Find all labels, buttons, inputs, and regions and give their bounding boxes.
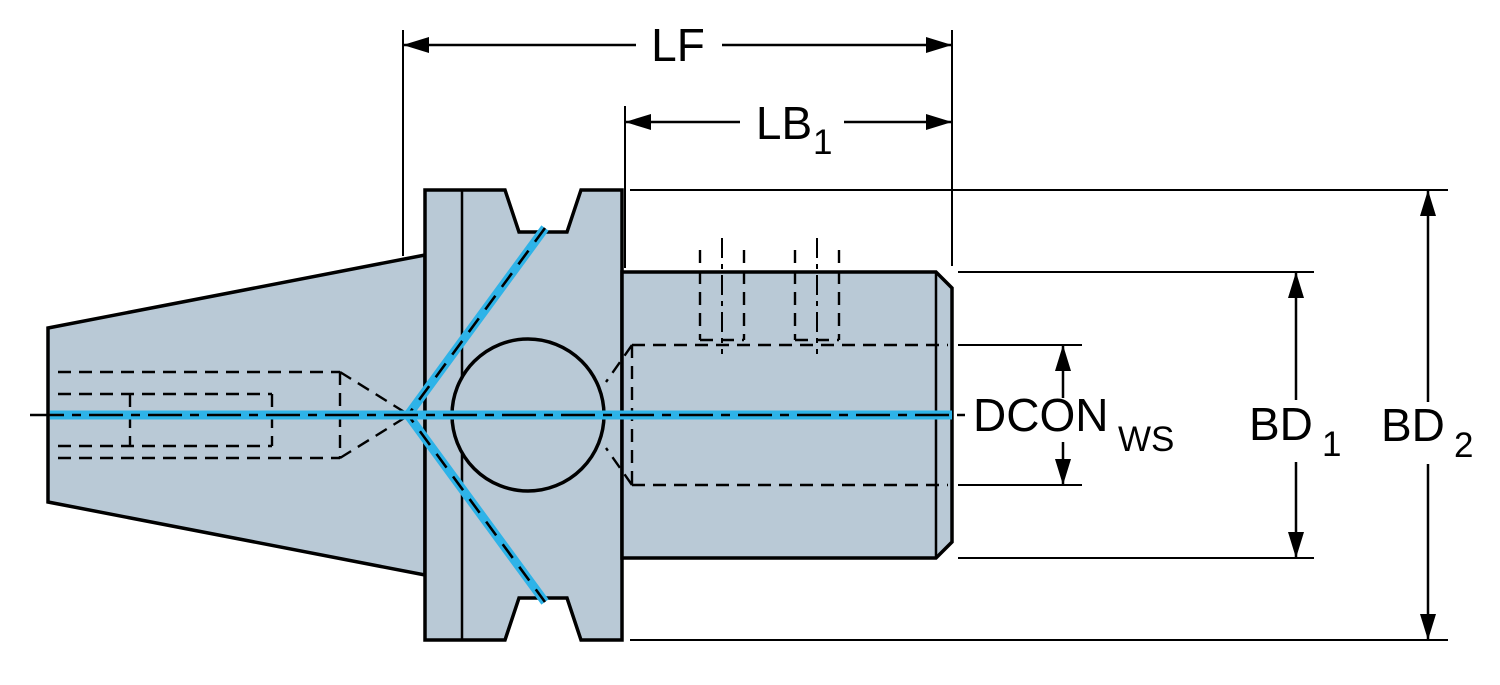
label-mask-lb1 bbox=[740, 95, 844, 149]
dim-label-lf: LF bbox=[651, 19, 705, 71]
dim-label-bd1: BD bbox=[1249, 398, 1313, 450]
dim-label-dcon: DCON bbox=[973, 389, 1108, 441]
dim-label-dcon-sub: WS bbox=[1118, 420, 1174, 459]
dim-label-lb1-sub: 1 bbox=[813, 123, 832, 162]
dim-label-bd2: BD bbox=[1381, 399, 1445, 451]
dim-label-lb1: LB bbox=[756, 97, 812, 149]
dim-label-bd2-sub: 2 bbox=[1454, 426, 1473, 465]
dim-label-bd1-sub: 1 bbox=[1322, 425, 1341, 464]
label-mask-lf bbox=[636, 18, 722, 72]
dimension-labels: LF LB 1 DCON WS BD 1 BD 2 bbox=[651, 19, 1473, 465]
extension-lines bbox=[402, 30, 1448, 641]
screw-centerlines bbox=[721, 238, 818, 354]
